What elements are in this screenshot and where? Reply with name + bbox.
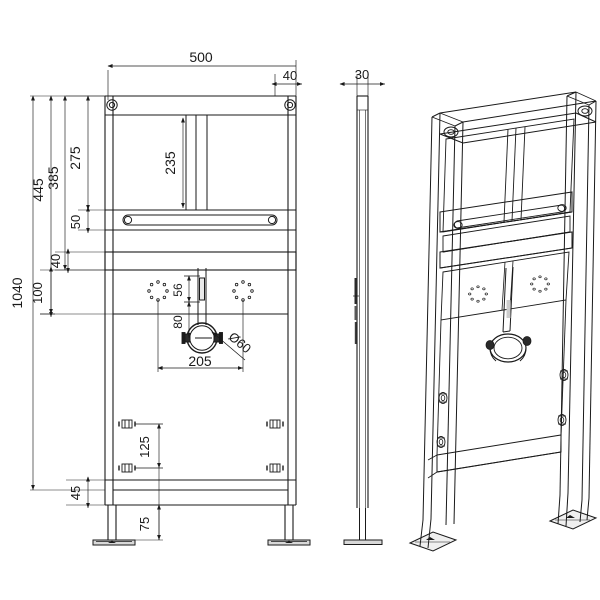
iso-bracket-bolt-left-upper — [438, 392, 448, 404]
iso-bracket-bolt-right-lower — [557, 414, 567, 426]
iso-foot-right — [548, 492, 598, 530]
drop-tube — [197, 268, 207, 325]
dim-line-40-top — [271, 74, 302, 96]
dim-label-445: 445 — [30, 178, 46, 202]
dim-label-75: 75 — [137, 517, 152, 531]
iso-drop-tube — [502, 266, 514, 333]
leader-line-d60 — [211, 331, 246, 361]
foot-plate-right — [267, 539, 311, 546]
side-elevation-view — [339, 74, 385, 545]
dim-line-75 — [116, 468, 163, 541]
dim-label-45: 45 — [68, 486, 83, 500]
dim-label-56: 56 — [171, 283, 185, 297]
dim-label-40-mid: 40 — [48, 254, 63, 268]
dim-label-50: 50 — [68, 215, 83, 229]
side-foot-plate — [343, 539, 383, 545]
iso-support-bar — [439, 191, 573, 233]
iso-rear-left-upright — [422, 112, 441, 521]
iso-front-right-upright — [566, 91, 597, 501]
leg-left — [107, 505, 117, 540]
leg-right — [284, 505, 294, 540]
iso-bottom-rail — [427, 434, 562, 479]
dim-label-235: 235 — [162, 151, 178, 175]
perforated-plate-band — [112, 269, 289, 315]
iso-bracket-bolt-right-upper — [559, 369, 569, 381]
iso-mid-rail-lower — [439, 231, 573, 269]
iso-bracket-bolt-left-lower — [436, 436, 446, 448]
dim-label-500: 500 — [189, 49, 213, 65]
dim-label-275: 275 — [67, 146, 83, 170]
bracket-bolt-right-lower — [266, 463, 284, 473]
side-leg — [359, 508, 366, 540]
dim-line-56 — [184, 275, 200, 303]
side-bracket-detail — [353, 278, 359, 344]
iso-boss-right — [577, 105, 593, 117]
dim-line-125 — [135, 423, 163, 469]
dim-line-205 — [157, 300, 244, 372]
dimension-annotations-side — [339, 74, 385, 96]
isometric-view — [408, 91, 598, 552]
dim-label-125: 125 — [137, 436, 152, 458]
iso-front-left-upright — [431, 112, 464, 526]
iso-lower-frame — [436, 299, 567, 456]
iso-foot-left — [408, 518, 458, 552]
dimension-annotations-front — [30, 60, 302, 541]
dim-line-500 — [107, 60, 297, 100]
dim-label-80: 80 — [171, 315, 185, 329]
dimension-text-group: 500 40 30 1040 445 385 275 235 50 40 100… — [9, 49, 369, 531]
mounting-boss-top-left — [106, 99, 118, 111]
foot-plate-left — [92, 539, 136, 546]
bracket-bolt-right-upper — [266, 419, 284, 429]
slot-detail — [199, 277, 205, 301]
iso-pipe-clamp — [485, 333, 532, 363]
lower-frame-panel — [112, 314, 289, 480]
iso-boss-left — [443, 126, 459, 138]
dim-label-30: 30 — [355, 67, 369, 82]
dim-label-385: 385 — [45, 166, 61, 190]
dim-label-40-top: 40 — [283, 68, 297, 83]
mounting-boss-top-right — [284, 99, 296, 111]
dim-label-100: 100 — [30, 282, 45, 304]
dim-label-1040: 1040 — [9, 277, 25, 308]
dim-label-205: 205 — [188, 353, 212, 369]
